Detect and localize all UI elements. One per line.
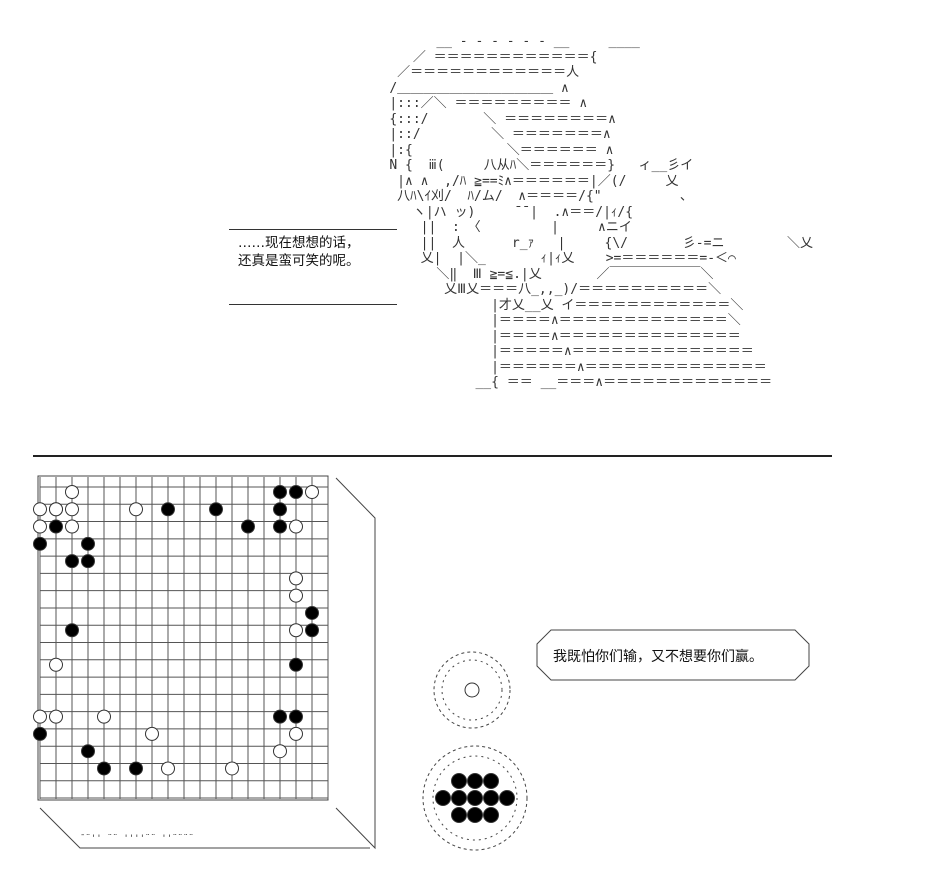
black-stone — [289, 657, 303, 672]
black-stone — [33, 536, 47, 551]
go-stones — [33, 485, 319, 776]
bowl-black-stone — [483, 790, 499, 806]
section-divider — [33, 455, 832, 457]
speech-bubble-1: ……现在想想的话， 还真是蛮可笑的呢。 — [238, 234, 396, 270]
ascii-art-figure: __ ‐ ‐ ‐ ‐ ‐ ‐ __ ____ ／ ＝＝＝＝＝＝＝＝＝＝＝＝{ ／… — [389, 34, 814, 390]
bowl-black-stone — [467, 773, 483, 789]
white-stone — [49, 657, 63, 672]
bowl-black-stone — [451, 807, 467, 823]
black-stone — [305, 623, 319, 638]
black-stone — [81, 536, 95, 551]
go-board-box — [37, 475, 376, 850]
white-stone — [289, 623, 303, 638]
black-stone — [65, 623, 79, 638]
white-stone — [65, 485, 79, 499]
speech-bubble-frame — [229, 229, 397, 305]
speech-bubble-2-frame — [536, 629, 810, 681]
black-stone — [97, 761, 111, 776]
white-stone — [289, 726, 303, 741]
bowl-black-stone — [499, 790, 515, 806]
black-stone — [49, 519, 63, 534]
bowl-black-stone — [467, 807, 483, 823]
white-stone — [33, 519, 47, 534]
white-stone — [33, 709, 47, 724]
black-stone-bowl — [422, 745, 528, 851]
white-stone — [129, 502, 143, 517]
black-stone — [161, 502, 175, 517]
white-stone — [225, 761, 239, 776]
bowl-black-stone — [483, 807, 499, 823]
white-stone-bowl — [433, 651, 511, 729]
black-stone — [65, 554, 79, 569]
bowl-black-stone — [435, 790, 451, 806]
black-stone — [81, 554, 95, 569]
white-stone — [145, 726, 159, 741]
black-stone — [289, 709, 303, 724]
black-stone — [273, 709, 287, 724]
white-stone — [49, 709, 63, 724]
white-stone — [289, 588, 303, 603]
black-stone — [273, 519, 287, 534]
speech-line-1: ……现在想想的话， — [238, 235, 360, 251]
black-stone — [305, 605, 319, 620]
white-stone — [273, 744, 287, 759]
white-stone — [305, 485, 319, 499]
white-stone — [65, 519, 79, 534]
speech-line-2: 还真是蛮可笑的呢。 — [238, 253, 360, 269]
speech-bubble-2: 我既怕你们输，又不想要你们赢。 — [537, 630, 809, 680]
white-stone — [289, 571, 303, 586]
bowl-white-stones — [464, 682, 480, 698]
white-stone — [65, 502, 79, 517]
white-stone — [289, 519, 303, 534]
black-stone — [209, 502, 223, 517]
bowl-black-stone — [451, 773, 467, 789]
board-base-caption: ¯¨'' ¨¨ ''''¨¨ ''¨¨¨¨ — [80, 834, 194, 844]
white-stone — [161, 761, 175, 776]
bowl-black-stone — [483, 773, 499, 789]
black-stone — [289, 485, 303, 499]
white-stone — [33, 502, 47, 517]
black-stone — [241, 519, 255, 534]
white-stone — [97, 709, 111, 724]
bowl-white-stone — [464, 682, 480, 698]
black-stone — [273, 485, 287, 499]
black-stone — [129, 761, 143, 776]
bowl-black-stone — [467, 790, 483, 806]
speech-2-text: 我既怕你们输，又不想要你们赢。 — [553, 649, 763, 665]
bowl-black-stones — [435, 773, 515, 823]
black-stone — [81, 744, 95, 759]
black-stone — [273, 502, 287, 517]
bowl-black-stone — [451, 790, 467, 806]
white-stone — [49, 502, 63, 517]
black-stone — [33, 726, 47, 741]
